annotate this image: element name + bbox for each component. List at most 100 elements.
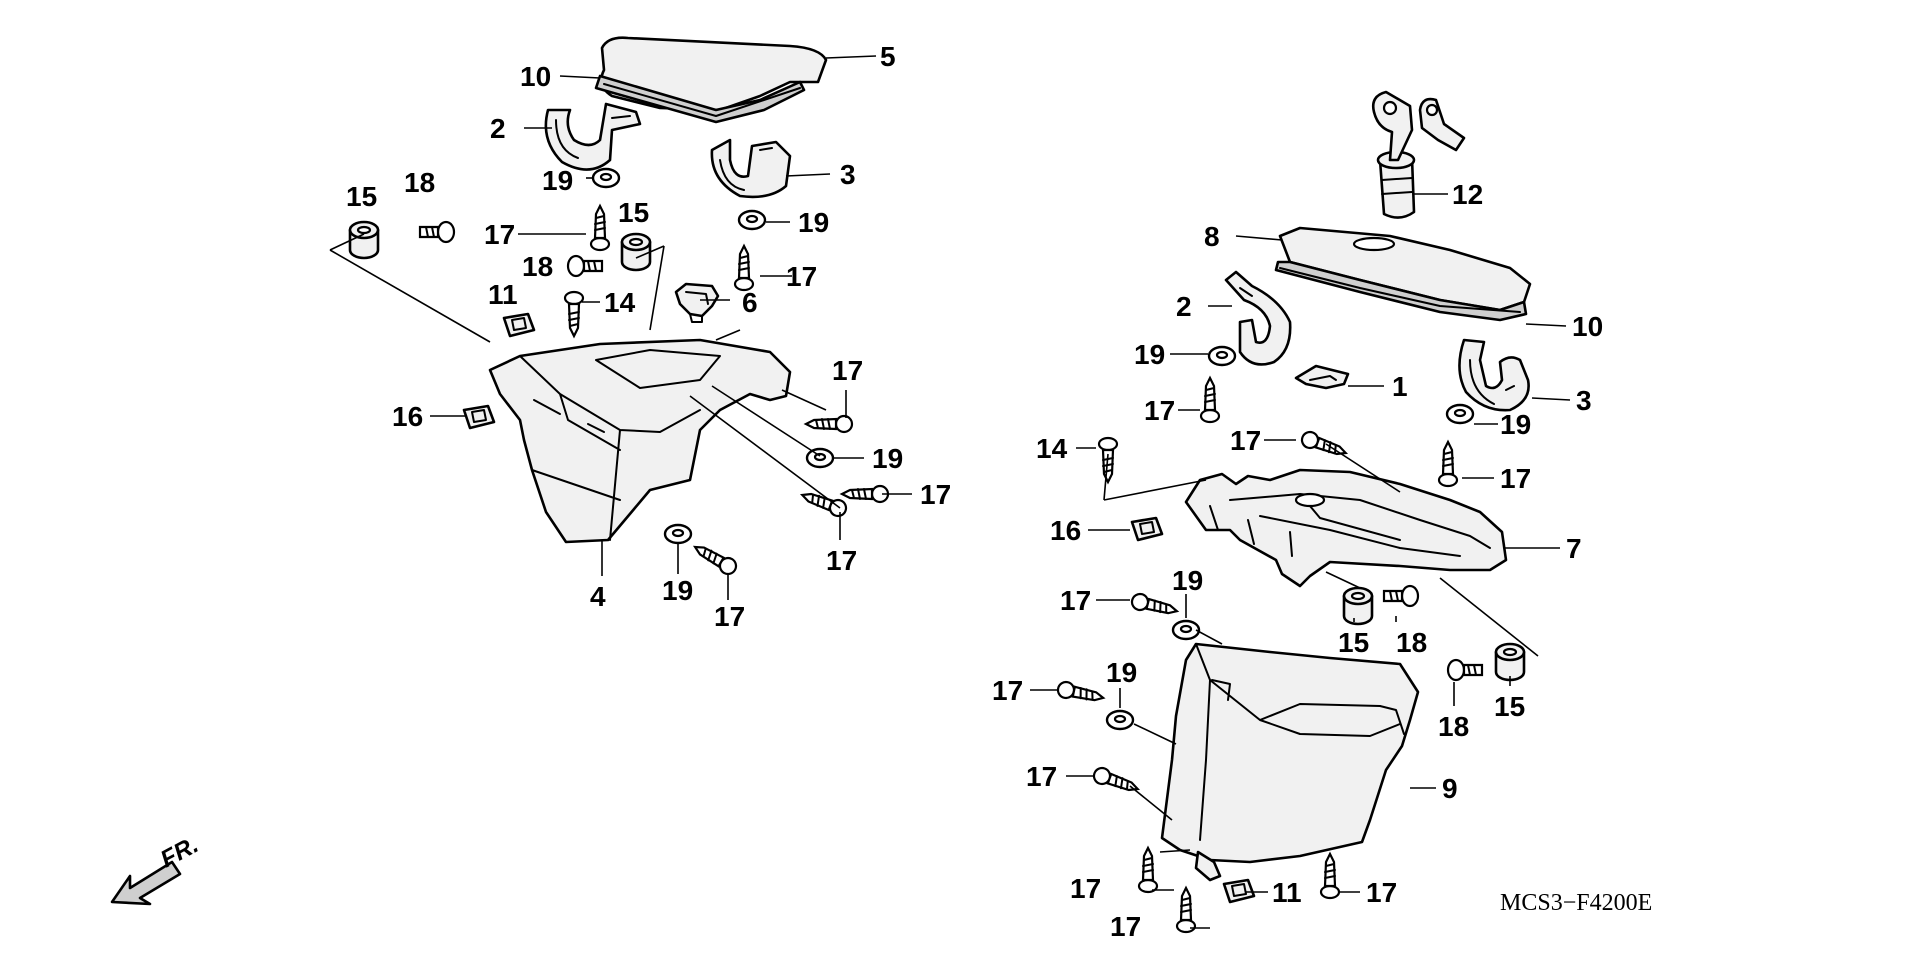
screw-part-17-b [733,244,755,292]
clip-part-16 [462,404,496,430]
callout-17: 17 [1144,395,1175,426]
seal-part-10 [594,74,806,124]
leader-lines-left [329,55,912,600]
callout-19: 19 [1172,565,1203,596]
box-part-9 [1160,642,1420,864]
callout-9: 9 [1442,773,1458,804]
clip-part-11-right [1222,878,1256,904]
hinge-part-2-right [1224,270,1292,366]
washer-part-19-f [1445,403,1475,425]
callout-19: 19 [662,575,693,606]
hinge-part-3-right [1458,338,1530,412]
callout-5: 5 [880,41,896,72]
callout-2: 2 [1176,291,1192,322]
callout-17: 17 [786,261,817,292]
callout-3: 3 [840,159,856,190]
washer-part-19-h [1105,709,1135,731]
clip-part-11 [502,312,536,338]
washer-part-19-g [1171,619,1201,641]
collar-part-15-c [1342,586,1374,626]
callout-19: 19 [1134,339,1165,370]
callout-2: 2 [490,113,506,144]
collar-part-15-a [348,220,380,260]
callout-17: 17 [1500,463,1531,494]
callout-14: 14 [604,287,636,318]
callout-15: 15 [618,197,649,228]
bolt-part-18-a [418,220,456,244]
clip-part-16-right [1130,516,1164,542]
screw-part-17-f [689,538,741,579]
screw-part-17-e [798,486,850,520]
bolt-part-18-d [1446,658,1484,682]
callout-17: 17 [1070,873,1101,904]
callout-19: 19 [542,165,573,196]
washer-part-19-e [1207,345,1237,367]
callout-16: 16 [1050,515,1081,546]
callout-19: 19 [872,443,903,474]
callout-10: 10 [520,61,551,92]
diagram-code: MCS3−F4200E [1500,890,1652,916]
bolt-part-14 [563,290,585,338]
seal-part-10-right [1274,260,1528,322]
right-assembly: 12 8 2 10 19 1 3 17 19 17 14 17 16 7 17 … [992,90,1603,942]
callout-15: 15 [1494,691,1525,722]
callout-17: 17 [920,479,951,510]
callout-17: 17 [484,219,515,250]
washer-part-19-b [737,209,767,231]
callout-7: 7 [1566,533,1582,564]
callout-4: 4 [590,581,606,612]
washer-part-19-c [805,447,835,469]
callout-17: 17 [714,601,745,632]
callout-11: 11 [488,279,518,310]
box-tab-part-9 [1194,850,1222,882]
callout-6: 6 [742,287,758,318]
callout-17: 17 [1110,911,1141,942]
callout-10: 10 [1572,311,1603,342]
callout-19: 19 [1106,657,1137,688]
callout-18: 18 [404,167,435,198]
callout-19: 19 [798,207,829,238]
callout-17: 17 [1366,877,1397,908]
left-assembly: 5 10 2 3 19 15 18 17 15 18 19 17 11 14 6… [329,36,951,632]
screw-part-17-m [1137,846,1159,894]
callout-18: 18 [1396,627,1427,658]
screw-part-17-k [1055,679,1106,707]
screw-part-17-i [1298,428,1350,462]
callout-8: 8 [1204,221,1220,252]
front-direction-arrow: FR. [110,831,203,906]
callout-18: 18 [522,251,553,282]
collar-part-15-d [1494,642,1526,682]
callout-15: 15 [346,181,377,212]
callout-17: 17 [1026,761,1057,792]
hinge-part-2 [544,102,642,171]
callout-18: 18 [1438,711,1469,742]
callout-17: 17 [992,675,1023,706]
screw-part-17-h [1437,440,1459,488]
callout-1: 1 [1392,371,1408,402]
screw-part-17-g [1199,376,1221,424]
leader-lines-right [1030,193,1571,929]
screw-part-17-l [1090,764,1142,798]
callout-17: 17 [832,355,863,386]
frame-part-7 [1184,468,1508,588]
body-part-4 [488,338,792,544]
screw-part-17-c [804,414,854,434]
callouts-left: 5 10 2 3 19 15 18 17 15 18 19 17 11 14 6… [346,41,951,632]
callouts-right: 12 8 2 10 19 1 3 17 19 17 14 17 16 7 17 … [992,179,1603,942]
bolt-part-18-b [566,254,604,278]
hinge-part-3 [710,138,792,199]
screw-part-17-o [1319,852,1341,900]
collar-part-15-b [620,232,652,272]
callout-19: 19 [1500,409,1531,440]
screw-part-17-a [589,204,611,252]
callout-12: 12 [1452,179,1483,210]
callout-16: 16 [392,401,423,432]
washer-part-19-a [591,167,621,189]
washer-part-19-d [663,523,693,545]
callout-14: 14 [1036,433,1068,464]
bolt-part-18-c [1382,584,1420,608]
fr-arrow-icon [110,860,182,906]
key-cylinder-part-12 [1371,90,1466,219]
callout-17: 17 [1060,585,1091,616]
